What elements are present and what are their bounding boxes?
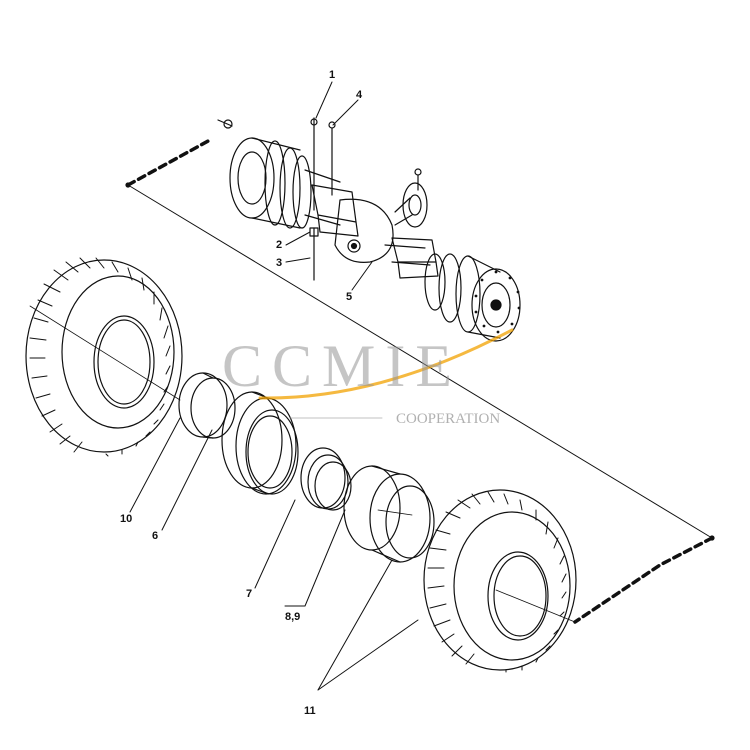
callout-4: 4 bbox=[356, 89, 363, 101]
leader-lines bbox=[129, 81, 419, 691]
mounting-bolts bbox=[309, 117, 336, 281]
axle-housing bbox=[217, 119, 521, 342]
callout-6: 6 bbox=[152, 530, 159, 542]
tire-left bbox=[25, 257, 183, 457]
callout-7: 7 bbox=[246, 588, 253, 600]
rim-half-inner bbox=[178, 372, 236, 439]
callout-3: 3 bbox=[276, 257, 283, 269]
tire-right bbox=[423, 489, 577, 673]
lock-ring bbox=[300, 447, 352, 511]
rim-outer bbox=[343, 465, 435, 563]
callout-2: 2 bbox=[276, 239, 283, 251]
watermark-swoosh bbox=[258, 328, 514, 400]
rim-base bbox=[221, 391, 299, 495]
callout-11: 11 bbox=[304, 705, 316, 717]
watermark-subtitle: COOPERATION bbox=[396, 411, 501, 427]
callout-1: 1 bbox=[329, 69, 336, 81]
callout-10: 10 bbox=[120, 513, 133, 525]
callout-8-9: 8,9 bbox=[285, 611, 301, 623]
callout-5: 5 bbox=[346, 291, 353, 303]
assembly-bracket-line bbox=[125, 138, 715, 624]
watermark-logo-text: CCMIE bbox=[222, 333, 463, 399]
